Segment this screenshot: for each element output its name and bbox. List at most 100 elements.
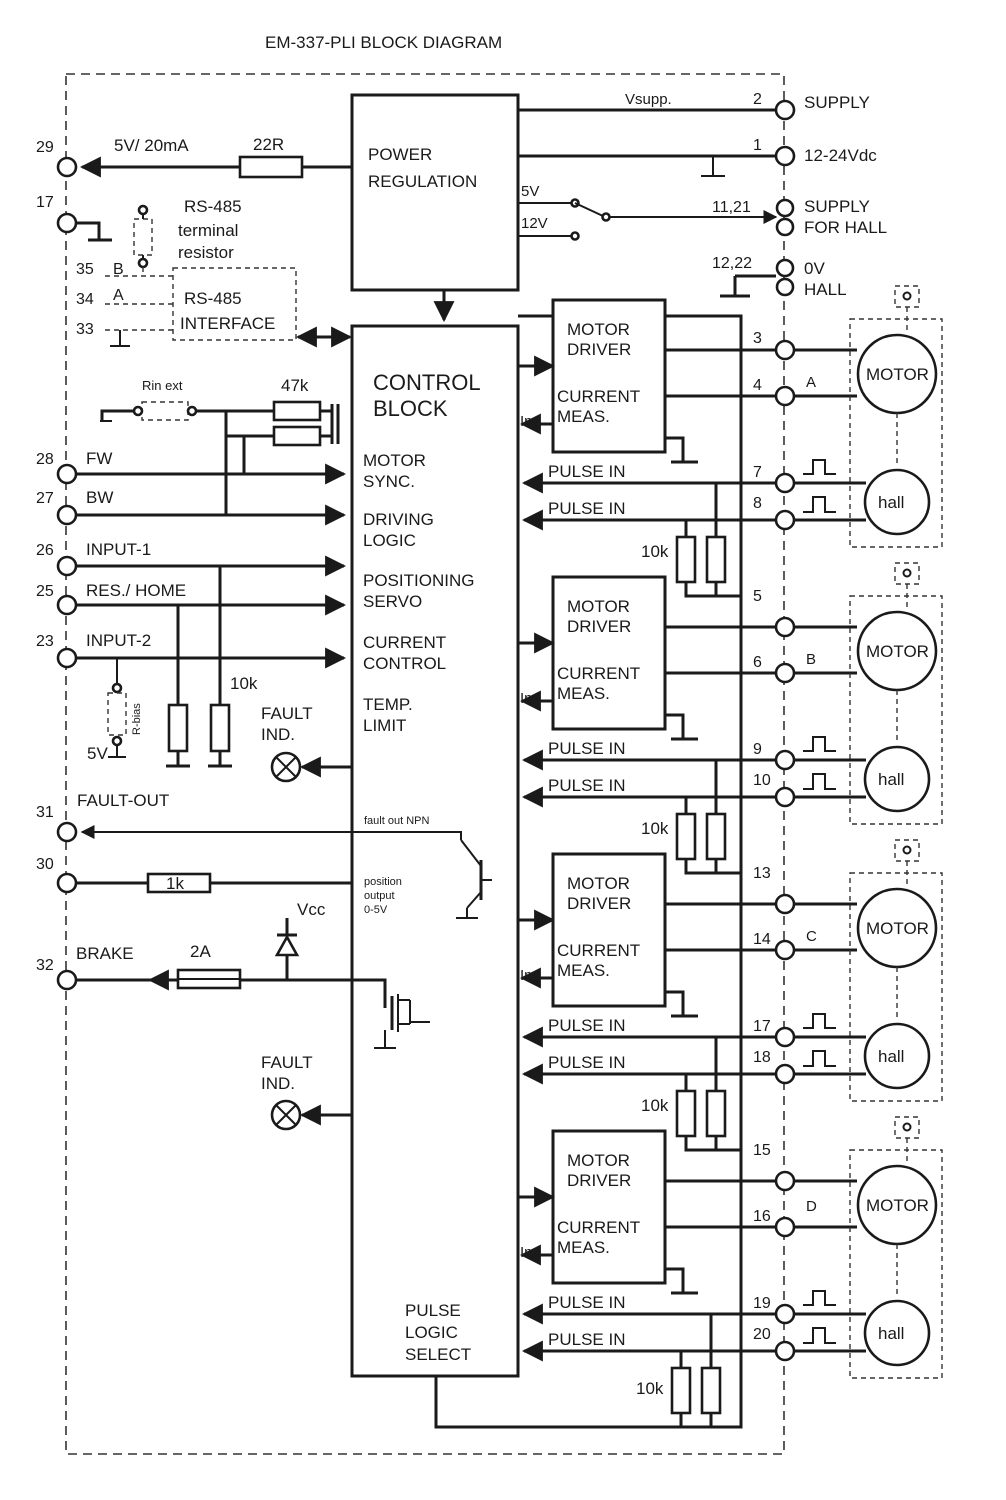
pin-23: 23 xyxy=(36,633,54,650)
opt-5v: 5V xyxy=(521,183,539,200)
terminal-12-22-a[interactable] xyxy=(775,258,795,278)
terminal-motor-1[interactable] xyxy=(774,616,796,638)
pin-h2: 18 xyxy=(753,1049,771,1066)
terminal-23[interactable] xyxy=(56,647,78,669)
motor-driver-box xyxy=(551,298,667,454)
r-bias-resistor xyxy=(107,692,127,736)
r10k-left-label: 10k xyxy=(230,674,258,693)
fn-driving-logic-2: LOGIC xyxy=(363,531,416,550)
pin28-label: FW xyxy=(86,449,112,468)
diagram-title: EM-337-PLI BLOCK DIAGRAM xyxy=(265,33,502,52)
terminal-hall-1[interactable] xyxy=(774,1026,796,1048)
hall-label: hall xyxy=(878,1047,904,1066)
pullup-resistor-2 xyxy=(700,1366,722,1415)
motor-label: MOTOR xyxy=(866,1196,929,1215)
pin-30: 30 xyxy=(36,856,54,873)
motor-driver-box xyxy=(551,1129,667,1285)
terminal-29[interactable] xyxy=(56,156,78,178)
terminal-motor-2[interactable] xyxy=(774,1216,796,1238)
terminal-32[interactable] xyxy=(56,969,78,991)
driver-meas-2: MEAS. xyxy=(557,1238,610,1257)
pin27-label: BW xyxy=(86,488,113,507)
terminal-17[interactable] xyxy=(56,212,78,234)
terminal-25[interactable] xyxy=(56,594,78,616)
motor-housing xyxy=(849,318,943,548)
pullup-label: 10k xyxy=(641,542,669,561)
fn-motor-sync-2: SYNC. xyxy=(363,472,415,491)
pin-h1: 9 xyxy=(753,741,762,758)
terminal-30[interactable] xyxy=(56,872,78,894)
pulse-in-2: PULSE IN xyxy=(548,1330,625,1349)
motor-driver-box xyxy=(551,852,667,1008)
fn-positioning-2: SERVO xyxy=(363,592,422,611)
control-block xyxy=(350,324,520,1378)
pullup-label: 10k xyxy=(636,1379,664,1398)
motor-housing xyxy=(849,872,943,1102)
terminal-11-21-a[interactable] xyxy=(775,198,795,218)
pulse-in-2: PULSE IN xyxy=(548,1053,625,1072)
driver-title-1: MOTOR xyxy=(567,597,630,616)
terminal-motor-1[interactable] xyxy=(774,339,796,361)
pin-m1: 5 xyxy=(753,588,762,605)
pullup-resistor-1 xyxy=(675,1089,697,1138)
fault-ind-2a: FAULT xyxy=(261,1053,313,1072)
hall-supply-label-1: SUPPLY xyxy=(804,197,870,216)
pulse-logic-2: LOGIC xyxy=(405,1323,458,1342)
im-label: Im xyxy=(520,413,537,430)
terminal-hall-2[interactable] xyxy=(774,509,796,531)
terminal-motor-1[interactable] xyxy=(774,893,796,915)
terminal-1[interactable] xyxy=(774,145,796,167)
resistor-1k xyxy=(146,872,212,894)
resistor-47k-a xyxy=(272,400,322,422)
resistor-10k-a xyxy=(167,703,189,753)
driver-meas-1: CURRENT xyxy=(557,1218,640,1237)
driver-title-1: MOTOR xyxy=(567,874,630,893)
fault-ind-2b: IND. xyxy=(261,1074,295,1093)
motor-housing xyxy=(849,595,943,825)
motor-encoder-box xyxy=(894,285,920,308)
driver-title-2: DRIVER xyxy=(567,894,631,913)
pullup-label: 10k xyxy=(641,1096,669,1115)
fault-out-npn-label: fault out NPN xyxy=(364,815,429,827)
power-regulation-block xyxy=(350,93,520,292)
driver-title-1: MOTOR xyxy=(567,320,630,339)
terminal-28[interactable] xyxy=(56,463,78,485)
hall-gnd-label-1: 0V xyxy=(804,259,825,278)
hall-label: hall xyxy=(878,1324,904,1343)
pulse-in-2: PULSE IN xyxy=(548,499,625,518)
terminal-26[interactable] xyxy=(56,555,78,577)
r1k-label: 1k xyxy=(166,874,184,893)
terminal-motor-1[interactable] xyxy=(774,1170,796,1192)
fuse-label: 2A xyxy=(190,942,211,961)
terminal-27[interactable] xyxy=(56,504,78,526)
terminal-11-21-b[interactable] xyxy=(775,217,795,237)
pin-m1: 13 xyxy=(753,865,771,882)
terminal-motor-2[interactable] xyxy=(774,385,796,407)
hall-symbol xyxy=(863,745,931,813)
terminal-motor-2[interactable] xyxy=(774,939,796,961)
channel-letter: A xyxy=(806,374,816,391)
terminal-hall-1[interactable] xyxy=(774,472,796,494)
terminal-hall-2[interactable] xyxy=(774,1063,796,1085)
terminal-hall-2[interactable] xyxy=(774,786,796,808)
terminal-motor-2[interactable] xyxy=(774,662,796,684)
pin-h2: 10 xyxy=(753,772,771,789)
terminal-2[interactable] xyxy=(774,99,796,121)
terminal-12-22-b[interactable] xyxy=(775,277,795,297)
rbias-label: R-bias xyxy=(131,703,143,735)
terminal-hall-2[interactable] xyxy=(774,1340,796,1362)
supply-voltage-label: 12-24Vdc xyxy=(804,146,877,165)
terminal-hall-1[interactable] xyxy=(774,749,796,771)
driver-meas-2: MEAS. xyxy=(557,684,610,703)
driver-title-1: MOTOR xyxy=(567,1151,630,1170)
terminal-hall-1[interactable] xyxy=(774,1303,796,1325)
rs485-term-3: resistor xyxy=(178,243,234,262)
fn-temp-2: LIMIT xyxy=(363,716,406,735)
pin35-b: B xyxy=(113,261,124,278)
terminal-31[interactable] xyxy=(56,821,78,843)
im-label: Im xyxy=(520,967,537,984)
rin-ext-resistor xyxy=(141,401,189,421)
position-output-3: 0-5V xyxy=(364,904,388,916)
control-title-2: BLOCK xyxy=(373,396,448,421)
